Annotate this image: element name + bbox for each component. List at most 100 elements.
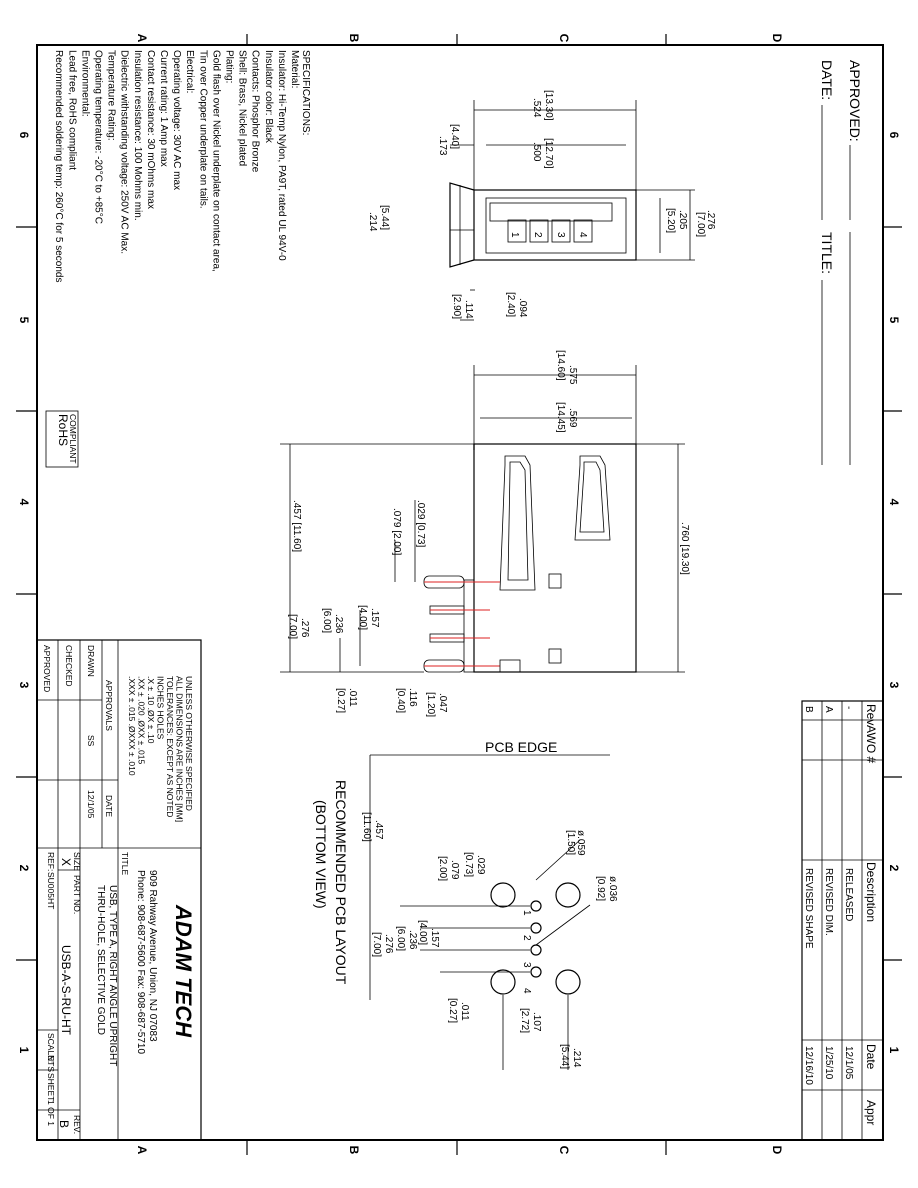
part-no-value: USB-A-S-RU-HT (59, 945, 73, 1036)
ref-value: SU005HT (46, 872, 56, 909)
pcb-dim-dia059: ø.059 (575, 830, 586, 856)
front-pin-1: 1 (509, 232, 520, 238)
side-dim-079: .079 [2.00] (391, 508, 402, 555)
spec-line: Dielectric withstanding voltage: 250V AC… (119, 50, 130, 254)
tolerance-line: ALL DIMENSIONS ARE INCHES [MM] (175, 676, 185, 822)
rohs-main: RoHS (56, 414, 70, 446)
pcb-dim-079: .079 (449, 860, 460, 880)
zone-num-left-4: 4 (17, 499, 31, 506)
rev-header-awo: AWO # (864, 725, 878, 764)
zone-letter-top-d: D (770, 34, 784, 43)
zone-num-right-2: 2 (887, 865, 901, 872)
zone-num-left-1: 1 (17, 1047, 31, 1054)
spec-line: Gold flash over Nickel underplate on con… (210, 50, 221, 272)
pcb-layout-subtitle: (BOTTOM VIEW) (313, 800, 329, 909)
tolerance-line: INCHES HOLES (156, 676, 166, 740)
side-dim-1445: [14.45] (555, 402, 566, 433)
rev-label: REV. (72, 1115, 82, 1134)
spec-line: Current rating: 1 Amp max (158, 50, 169, 167)
front-view: 1 2 3 4 .524 [13.30] .500 [12.70] .173 [… (367, 90, 716, 321)
rohs-badge: RoHS COMPLIANT (45, 410, 79, 468)
rev-cell-rev: - (843, 706, 854, 709)
spec-line: Insulator color: Black (263, 50, 274, 144)
side-dim-157: .157 (369, 608, 380, 628)
zone-letter-bot-b: B (347, 1146, 361, 1155)
zone-ticks (16, 34, 902, 1155)
size-label: SIZE (72, 852, 82, 871)
rev-cell-rev: B (803, 706, 814, 713)
specifications: SPECIFICATIONS: Material:Insulator: Hi-T… (53, 50, 311, 282)
pcb-dim-544: [5.44] (559, 1044, 570, 1069)
rev-header-date: Date (864, 1044, 878, 1070)
drawn-date: 12/1/05 (86, 790, 96, 819)
side-dim-760: .760 [19.30] (679, 522, 690, 575)
pcb-dim-700: [7.00] (371, 932, 382, 957)
pcb-dim-272: [2.72] (519, 1008, 530, 1033)
side-dim-400: [4.00] (357, 605, 368, 630)
side-dim-569: .569 (567, 408, 578, 428)
pcb-dim-157: .157 (429, 928, 440, 948)
zone-num-left-6: 6 (17, 132, 31, 139)
spec-line: Environmental: (79, 50, 90, 117)
zone-letter-bot-d: D (770, 1146, 784, 1155)
spec-line: Tin over Copper underplate on tails. (197, 50, 208, 209)
side-dim-700: [7.00] (287, 614, 298, 639)
sheet-border (36, 44, 884, 1141)
revision-table: Rev AWO # Description Date Appr -RELEASE… (801, 700, 884, 1141)
side-dim-600: [6.00] (321, 608, 332, 633)
side-dim-027: [0.27] (335, 688, 346, 713)
spec-line: Insulation resistance: 100 Mohms min. (132, 50, 143, 221)
pcb-layout-title: RECOMMENDED PCB LAYOUT (333, 780, 349, 985)
spec-line: Operating voltage: 30V AC max (171, 50, 182, 190)
title-label: TITLE: (819, 232, 835, 274)
front-pin-4: 4 (577, 232, 588, 238)
spec-line: Plating: (224, 50, 235, 83)
pcb-dim-276: .276 (383, 934, 394, 954)
pcb-dim-150: [1.50] (565, 830, 576, 855)
side-dim-276: .276 (299, 618, 310, 638)
spec-line: Lead free, RoHS compliant (66, 50, 77, 170)
side-dim-040: [0.40] (395, 688, 406, 713)
rev-cell-desc: REVISED SHAPE (803, 868, 814, 949)
rev-header-rev: Rev (864, 704, 878, 725)
company-address: 909 Rahway Avenue, Union, NJ 07083 (147, 870, 158, 1042)
pcb-layout: PCB EDGE RECOMMENDED PCB LAYOUT (BOTTOM … (313, 739, 618, 1070)
pcb-dim-600: [6.00] (395, 926, 406, 951)
zone-letter-top-c: C (557, 34, 571, 43)
side-view: .575 [14.60] .569 [14.45] .760 [19.30] .… (280, 350, 690, 717)
pcb-dim-011: .011 (459, 1002, 470, 1021)
scale-label: SCALE: (46, 1033, 56, 1063)
zone-num-right-4: 4 (887, 499, 901, 506)
rev-header-appr: Appr (864, 1100, 878, 1125)
front-dim-290: [2.90] (451, 294, 462, 319)
side-dim-1460: [14.60] (555, 350, 566, 381)
side-dim-120: [1.20] (425, 692, 436, 717)
title-block: ADAM TECH 909 Rahway Avenue, Union, NJ 0… (37, 848, 196, 1140)
side-dim-457: .457 [11.60] (291, 500, 302, 552)
spec-line: Recommended soldering temp: 260°C for 5 … (53, 50, 64, 282)
approved-label: APPROVED: (847, 60, 863, 142)
part-title-line2: THRU-HOLE, SELECTIVE GOLD (95, 885, 106, 1035)
pcb-dim-027: [0.27] (447, 998, 458, 1023)
zone-num-right-5: 5 (887, 317, 901, 324)
part-no-label: PART NO. (72, 875, 82, 914)
pcb-dim-092: [0.92] (595, 876, 606, 901)
drawn-by: SS (86, 735, 96, 747)
side-dim-011: .011 (347, 688, 358, 707)
tolerance-line: UNLESS OTHERWISE SPECIFIED (184, 676, 194, 811)
pcb-pin-1: 1 (521, 910, 532, 916)
rev-cell-rev: A (823, 706, 834, 713)
tolerance-line: .XX ± .020 .ØXX ± .015 (137, 676, 147, 765)
pcb-edge-label: PCB EDGE (485, 739, 557, 755)
pcb-pin-4: 4 (521, 988, 532, 994)
rev-cell-desc: RELEASED (843, 868, 854, 921)
pcb-dim-214: .214 (571, 1048, 582, 1068)
front-dim-276: .276 (705, 210, 716, 230)
side-dim-575: .575 (567, 365, 578, 385)
zone-num-right-3: 3 (887, 682, 901, 689)
spec-line: Contacts: Phosphor Bronze (250, 50, 261, 173)
pcb-dim-457: .457 (373, 820, 384, 840)
front-dim-440: [4.40] (449, 124, 460, 149)
spec-line: Material: (289, 50, 300, 88)
spec-line: Contact resistance: 30 mOhms max (145, 50, 156, 209)
